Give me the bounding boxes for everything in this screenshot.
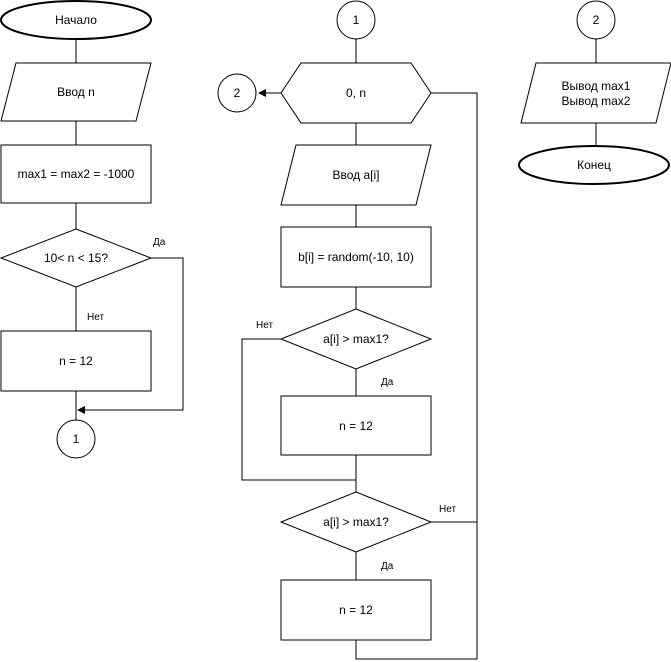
connector-2-exit-label: 2 <box>234 86 241 100</box>
column-1: Начало Ввод n max1 = max2 = -1000 10< n … <box>0 0 184 459</box>
no-branch-line-1 <box>241 338 356 481</box>
loop-label: 0, n <box>346 86 366 100</box>
connector-2 <box>576 0 616 40</box>
input-ai-parallelogram <box>280 144 432 206</box>
column-2: 1 0, n 2 Ввод a[i] b[i] = random(-10, 10… <box>217 0 478 660</box>
start-terminator <box>0 0 152 40</box>
end-terminator <box>518 145 670 185</box>
assign-2-label: n = 12 <box>339 603 373 617</box>
yes-label: Да <box>153 237 166 248</box>
start-label: Начало <box>55 13 97 27</box>
yes-label-2: Да <box>381 561 394 572</box>
assign-process-1 <box>280 395 432 456</box>
no-label: Нет <box>87 312 104 323</box>
init-process <box>0 144 152 204</box>
max-decision-1-label: a[i] > max1? <box>323 332 389 346</box>
max-decision-2-label: a[i] > max1? <box>323 515 389 529</box>
yes-label-1: Да <box>381 377 394 388</box>
output-line-2: Вывод max2 <box>562 94 631 108</box>
no-label-2: Нет <box>439 504 456 515</box>
max-decision-2 <box>279 491 433 553</box>
init-label: max1 = max2 = -1000 <box>18 167 135 181</box>
random-label: b[i] = random(-10, 10) <box>298 250 414 264</box>
connector-1-label: 1 <box>73 432 80 446</box>
connector-1 <box>56 419 96 459</box>
yes-branch-line <box>77 257 184 414</box>
input-n-parallelogram <box>0 62 152 122</box>
assign-1-label: n = 12 <box>339 419 373 433</box>
assign-label: n = 12 <box>59 354 93 368</box>
max-decision-1 <box>279 308 433 370</box>
connector-1-top <box>336 0 376 40</box>
connector-2-exit <box>217 73 257 113</box>
loop-return-line <box>355 92 478 660</box>
column-3: 2 Вывод max1 Вывод max2 Конец <box>518 0 671 185</box>
connector-2-label: 2 <box>593 13 600 27</box>
end-label: Конец <box>577 158 611 172</box>
connector-1-top-label: 1 <box>353 13 360 27</box>
input-ai-label: Ввод a[i] <box>333 168 380 182</box>
random-process <box>280 226 432 288</box>
assign-process <box>0 330 152 392</box>
range-decision <box>0 228 153 288</box>
loop-hexagon <box>280 62 432 124</box>
no-label-1: Нет <box>256 320 273 331</box>
output-line-1: Вывод max1 <box>562 79 631 93</box>
input-n-label: Ввод n <box>57 85 95 99</box>
assign-process-2 <box>280 579 432 641</box>
range-decision-label: 10< n < 15? <box>44 251 108 265</box>
output-parallelogram <box>520 62 671 124</box>
